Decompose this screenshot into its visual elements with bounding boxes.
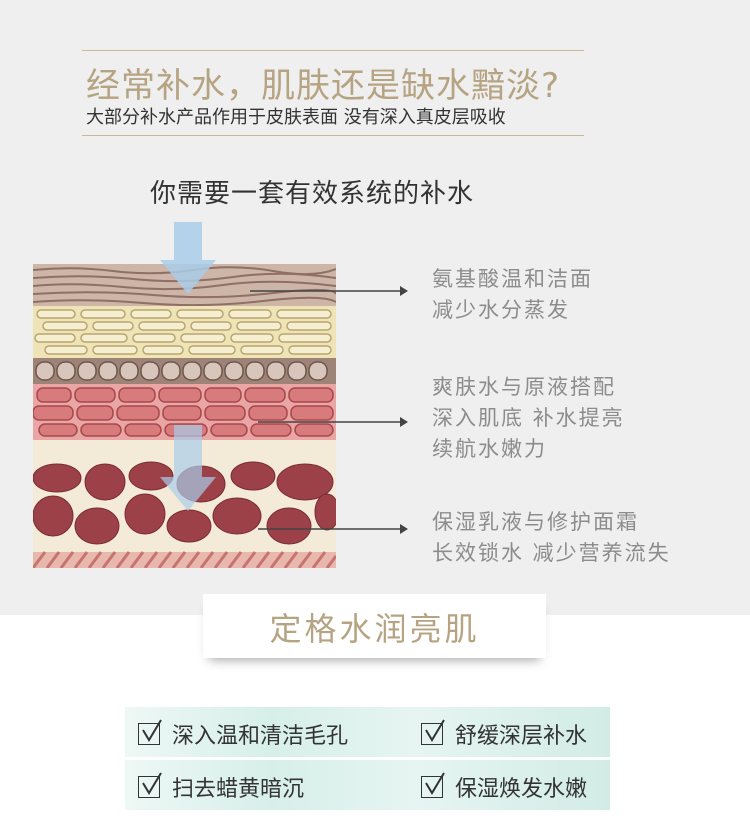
feature-label: 保湿焕发水嫩 — [455, 777, 588, 802]
pointer-arrow-2 — [258, 417, 408, 427]
feature-item: 保湿焕发水嫩 — [421, 771, 587, 803]
feature-band-1 — [125, 707, 610, 757]
pointer-arrow-3 — [258, 524, 408, 534]
checkbox-icon — [138, 772, 162, 798]
callout-line: 减少水分蒸发 — [432, 298, 570, 322]
checkbox-icon — [138, 719, 162, 745]
feature-label: 深入温和清洁毛孔 — [172, 724, 349, 749]
feature-label: 舒缓深层补水 — [455, 724, 588, 749]
callout-lotion: 保湿乳液与修护面霜 长效锁水 减少营养流失 — [432, 507, 671, 569]
pointer-arrow-1 — [250, 286, 408, 296]
feature-item: 舒缓深层补水 — [421, 718, 587, 750]
upper-down-arrow-icon — [160, 222, 216, 294]
subline: 大部分补水产品作用于皮肤表面 没有深入真皮层吸收 — [86, 107, 506, 128]
callout-line: 保湿乳液与修护面霜 — [432, 510, 639, 534]
feature-label: 扫去蜡黄暗沉 — [172, 777, 305, 802]
callout-cleanse: 氨基酸温和洁面 减少水分蒸发 — [432, 264, 593, 326]
title-card: 定格水润亮肌 — [203, 594, 546, 658]
checkbox-icon — [421, 719, 445, 745]
system-title: 你需要一套有效系统的补水 — [150, 179, 475, 209]
callout-line: 深入肌底 补水提亮 — [432, 406, 625, 430]
callout-line: 长效锁水 减少营养流失 — [432, 541, 671, 565]
checkbox-icon — [421, 772, 445, 798]
card-title: 定格水润亮肌 — [269, 610, 480, 648]
callout-line: 氨基酸温和洁面 — [432, 267, 593, 291]
callout-line: 爽肤水与原液搭配 — [432, 375, 616, 399]
feature-item: 深入温和清洁毛孔 — [138, 718, 348, 750]
lower-down-arrow-icon — [160, 425, 216, 511]
headline: 经常补水，肌肤还是缺水黯淡? — [86, 66, 561, 106]
feature-band-2 — [125, 760, 610, 810]
top-rule — [82, 50, 584, 51]
callout-line: 续航水嫩力 — [432, 437, 547, 461]
callout-toner: 爽肤水与原液搭配 深入肌底 补水提亮 续航水嫩力 — [432, 372, 625, 465]
feature-item: 扫去蜡黄暗沉 — [138, 771, 304, 803]
bottom-rule — [82, 135, 584, 136]
